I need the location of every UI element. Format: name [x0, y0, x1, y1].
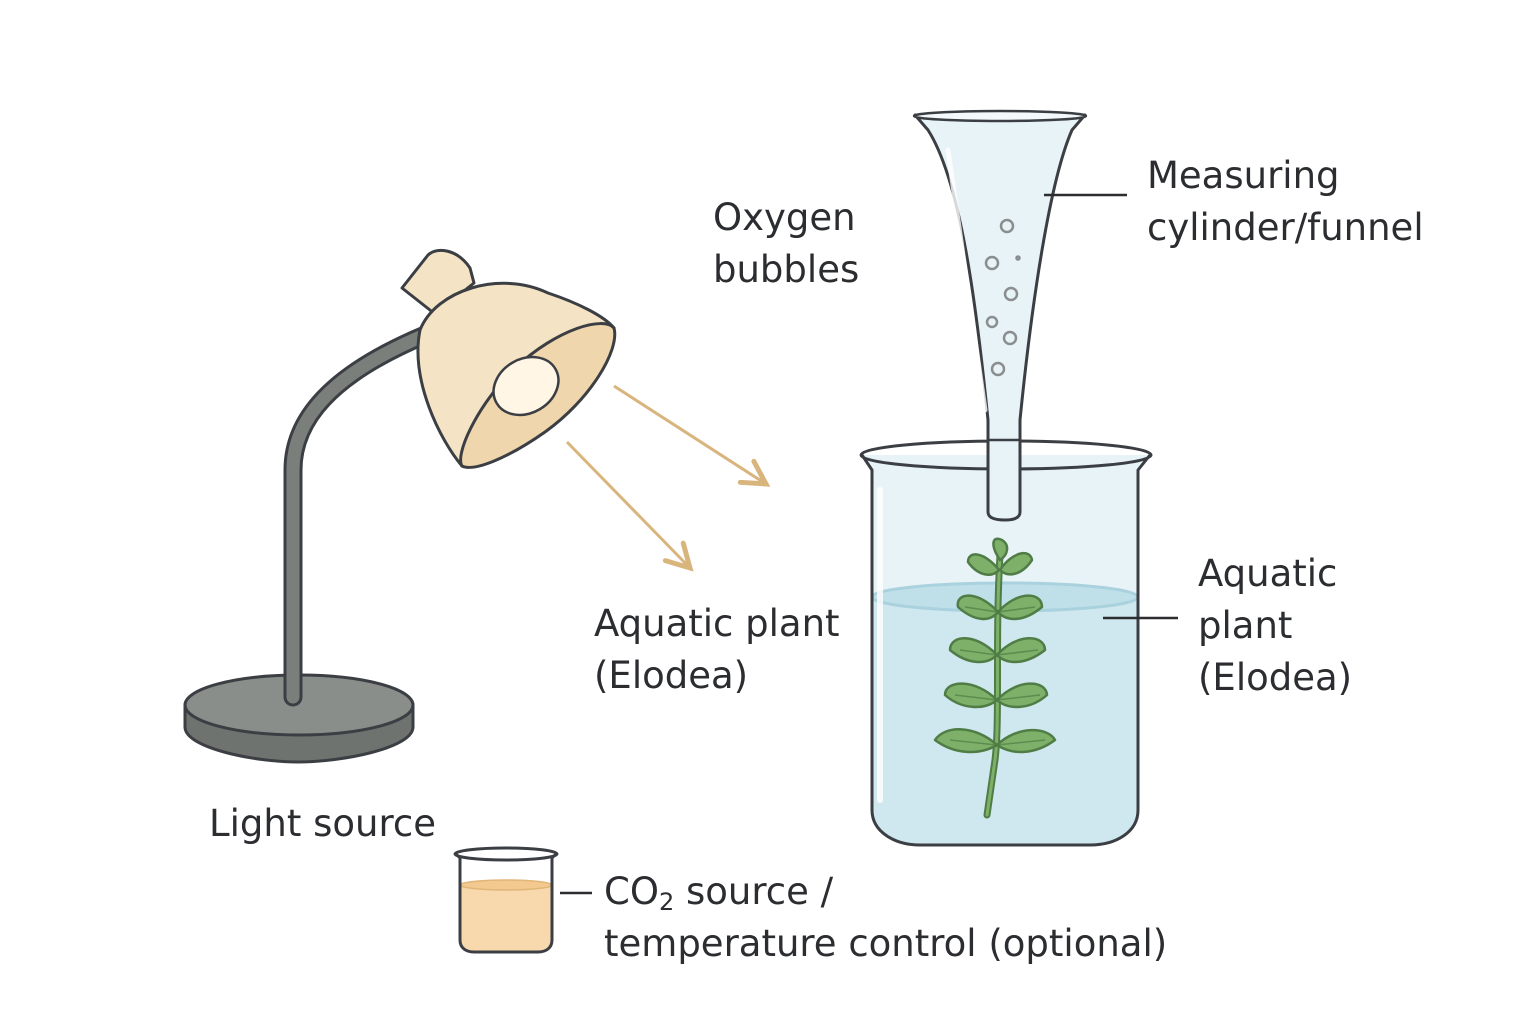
label-aquatic-plant-left-line1: Aquatic plant — [594, 602, 840, 645]
co2-liquid — [460, 885, 552, 952]
lamp-arm — [283, 325, 435, 707]
small-beaker-icon — [453, 846, 559, 954]
oxygen-bubbles — [984, 218, 1021, 377]
label-oxygen-bubbles-line1: Oxygen — [713, 196, 856, 239]
label-co2-source-line1: CO2 source / — [604, 866, 1167, 918]
lamp-bulb — [492, 355, 560, 417]
label-measuring-cylinder-line2: cylinder/funnel — [1147, 206, 1424, 249]
co2-formula: CO — [604, 870, 659, 913]
desk-lamp-icon — [183, 248, 617, 764]
label-co2-source: CO2 source / temperature control (option… — [604, 866, 1167, 970]
lamp-shade — [416, 281, 617, 469]
bubble-icon — [985, 315, 999, 329]
label-aquatic-plant-right-line1: Aquatic — [1198, 552, 1338, 595]
lamp-neck — [400, 248, 476, 316]
funnel-icon — [912, 109, 1088, 522]
elodea-plant-icon — [933, 537, 1057, 819]
label-light-source-text: Light source — [209, 802, 436, 845]
label-measuring-cylinder-line1: Measuring — [1147, 154, 1340, 197]
label-oxygen-bubbles: Oxygen bubbles — [713, 192, 859, 296]
bubble-icon — [1002, 330, 1018, 346]
bubble-icon — [984, 255, 1000, 271]
label-light-source: Light source — [209, 798, 436, 850]
co2-source-suffix: source / — [674, 870, 834, 913]
bubble-icon — [1003, 286, 1019, 302]
light-ray-arrow-icon — [613, 384, 766, 484]
bubble-icon — [990, 361, 1006, 377]
label-aquatic-plant-right-line3: (Elodea) — [1198, 656, 1353, 699]
bubble-icon — [1015, 255, 1021, 261]
beaker-water — [872, 595, 1138, 845]
label-aquatic-plant-left: Aquatic plant (Elodea) — [594, 598, 840, 702]
label-co2-source-line2: temperature control (optional) — [604, 922, 1168, 965]
label-aquatic-plant-right: Aquatic plant (Elodea) — [1198, 548, 1352, 704]
co2-subscript: 2 — [658, 888, 675, 916]
label-oxygen-bubbles-line2: bubbles — [713, 248, 860, 291]
label-measuring-cylinder: Measuring cylinder/funnel — [1147, 150, 1424, 254]
bubble-icon — [999, 218, 1015, 234]
label-aquatic-plant-right-line2: plant — [1198, 604, 1293, 647]
label-aquatic-plant-left-line2: (Elodea) — [594, 654, 749, 697]
light-ray-arrow-icon — [565, 440, 690, 568]
